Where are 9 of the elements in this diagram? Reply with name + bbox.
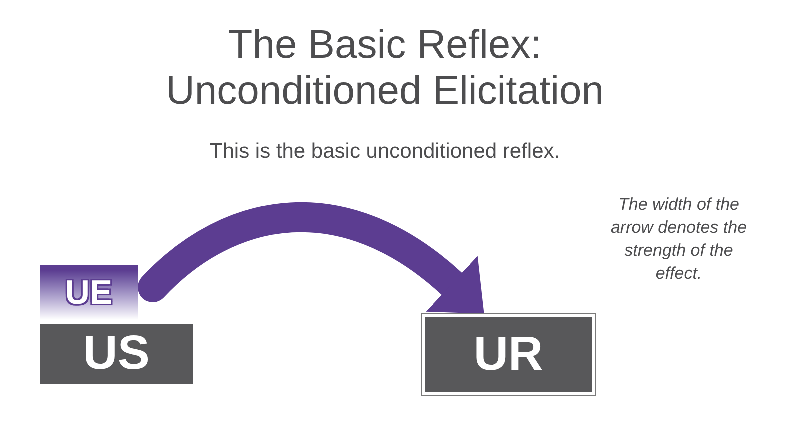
stimulus-box [40, 324, 193, 384]
stimulus-box [40, 265, 138, 320]
node-label: US [83, 330, 150, 378]
arrow [138, 202, 486, 314]
title: The Basic Reflex: Unconditioned Elicitation [164, 22, 606, 114]
node-label: UR [474, 330, 544, 378]
note: The width of the arrow denotes the strength of the effect. [610, 194, 748, 285]
node-label: UE [65, 276, 113, 310]
subtitle: This is the basic unconditioned reflex. [208, 139, 562, 165]
